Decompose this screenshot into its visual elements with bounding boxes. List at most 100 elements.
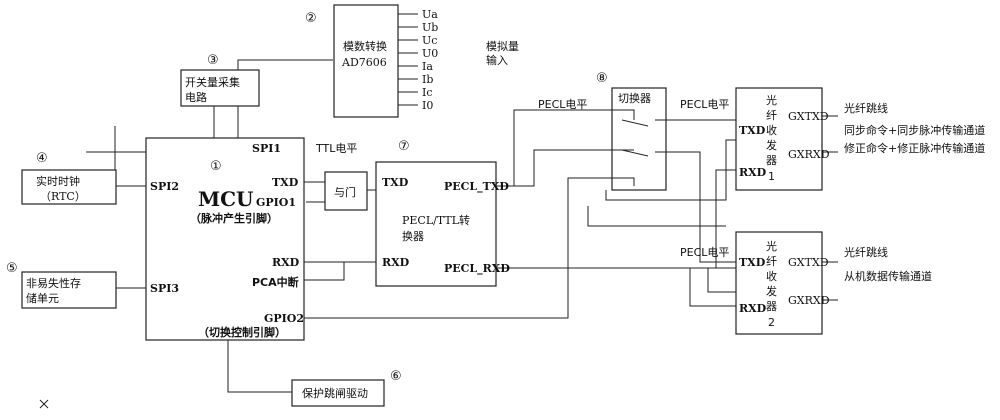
analog-input-label-2: 输入 xyxy=(486,53,508,67)
trx1-rxd-label: RXD xyxy=(739,166,767,179)
trx2-number: 2 xyxy=(768,316,775,329)
analog-input-label-1: 模拟量 xyxy=(486,39,519,53)
wire-gpio-relay xyxy=(227,340,292,393)
nvm-label-2: 储单元 xyxy=(26,291,59,305)
trx2-rxd-label: RXD xyxy=(739,302,767,315)
wire-gpio2-switcher xyxy=(304,177,635,319)
wire-switch-return xyxy=(605,139,736,201)
and-gate-box xyxy=(324,171,368,211)
converter-pecl-rxd-label: PECL_RXD xyxy=(444,262,510,276)
rtc-label-1: 实时时钟 xyxy=(36,174,80,188)
fiber1-channel-2: 修正命令+修正脉冲传输通道 xyxy=(844,141,985,155)
cross-mark xyxy=(39,399,49,409)
trx1-char-1: 光 xyxy=(766,93,777,107)
adc-input-lines xyxy=(398,13,418,106)
fiber1-label: 光纤跳线 xyxy=(844,101,888,115)
adc-box xyxy=(333,4,399,118)
marker-3: ③ xyxy=(207,53,219,68)
pecl-level-label-1: PECL电平 xyxy=(538,98,587,111)
mcu-spi2-label: SPI2 xyxy=(150,180,179,193)
trx1-char-4: 发 xyxy=(766,138,777,152)
mcu-title: MCU xyxy=(198,187,254,211)
pecl-level-label-2: PECL电平 xyxy=(680,98,729,111)
trx1-char-2: 纤 xyxy=(766,109,777,122)
converter-box xyxy=(375,161,497,287)
adc-signal-label: Ua xyxy=(422,8,438,21)
trx2-char-2: 纤 xyxy=(766,255,777,268)
mcu-subtitle: （脉冲产生引脚） xyxy=(190,211,278,225)
marker-5: ⑤ xyxy=(6,261,18,276)
wire-trx1-rxd xyxy=(715,169,736,268)
marker-7: ⑦ xyxy=(398,139,410,154)
adc-signal-label: U0 xyxy=(422,47,438,60)
converter-label-1: PECL/TTL转 xyxy=(402,213,470,227)
trx1-number: 1 xyxy=(768,170,775,183)
marker-1: ① xyxy=(210,159,222,174)
marker-4: ④ xyxy=(36,151,48,166)
marker-6: ⑥ xyxy=(390,369,402,384)
converter-pecl-txd-label: PECL_TXD xyxy=(444,180,509,194)
trx2-char-1: 光 xyxy=(766,239,777,253)
wire-return-2 xyxy=(587,206,726,227)
mcu-gpio1-label: GPIO1 xyxy=(256,196,296,209)
nvm-label-1: 非易失性存 xyxy=(26,276,81,290)
converter-label-2: 换器 xyxy=(402,229,424,243)
switch-acq-box xyxy=(180,69,260,107)
relay-label: 保护跳闸驱动 xyxy=(302,386,368,400)
trx1-box xyxy=(735,87,823,191)
mcu-spi3-label: SPI3 xyxy=(150,282,179,295)
adc-label-1: 模数转换 xyxy=(343,39,387,53)
trx1-char-5: 器 xyxy=(766,154,777,167)
trx2-gxtxd-label: GXTXD xyxy=(788,256,829,269)
mcu-txd-label: TXD xyxy=(272,176,299,189)
mcu-bottom-label: （切换控制引脚） xyxy=(198,325,286,339)
switcher-label: 切换器 xyxy=(618,91,651,105)
trx1-txd-label: TXD xyxy=(739,124,766,137)
mcu-gpio2-label: GPIO2 xyxy=(264,312,304,325)
trx1-gxrxd-label: GXRXD xyxy=(788,148,830,161)
and-gate-label: 与门 xyxy=(334,185,356,199)
wire-pecl-txd-switcher-2 xyxy=(496,149,634,187)
fiber2-channel-1: 从机数据传输通道 xyxy=(844,269,932,283)
trx2-char-4: 发 xyxy=(766,284,777,298)
adc-signal-label: Uc xyxy=(422,34,437,47)
adc-signal-label: Ub xyxy=(422,21,438,34)
wire-pca-converter xyxy=(300,262,345,281)
nvm-box xyxy=(21,271,117,309)
trx1-char-3: 收 xyxy=(766,123,777,137)
adc-signal-label: Ia xyxy=(422,60,433,73)
relay-box xyxy=(291,379,385,407)
trx2-box xyxy=(735,231,823,335)
adc-signal-label: Ib xyxy=(422,73,433,86)
wire-trx2-rxd-b xyxy=(707,268,736,293)
adc-signal-label: Ic xyxy=(422,86,433,99)
marker-2: ② xyxy=(305,11,317,26)
trx2-gxrxd-label: GXRXD xyxy=(788,294,830,307)
wire-switcher-trx2-txd xyxy=(655,151,736,263)
adc-signal-label: I0 xyxy=(422,99,433,112)
trx2-txd-label: TXD xyxy=(739,256,766,269)
ttl-level-label: TTL电平 xyxy=(315,142,357,155)
rtc-box xyxy=(21,169,117,205)
mcu-pca-label: PCA中断 xyxy=(252,275,299,289)
trx1-gxtxd-label: GXTXD xyxy=(788,110,829,123)
mcu-rxd-label: RXD xyxy=(272,256,300,269)
wire-spi1-adc xyxy=(237,59,333,138)
fiber2-label: 光纤跳线 xyxy=(844,245,888,259)
converter-rxd-label: RXD xyxy=(382,256,410,269)
switcher-contacts xyxy=(621,119,649,157)
wire-pecl-txd-switcher xyxy=(496,109,635,187)
switch-acq-label-2: 电路 xyxy=(185,91,207,104)
pecl-level-label-3: PECL电平 xyxy=(680,246,729,259)
trx2-char-3: 收 xyxy=(766,269,777,283)
mcu-spi1-label: SPI1 xyxy=(252,142,281,155)
wire-trx2-rxd xyxy=(689,268,736,307)
converter-txd-label: TXD xyxy=(382,176,409,189)
wires xyxy=(86,13,838,393)
trx2-char-5: 器 xyxy=(766,300,777,313)
marker-8: ⑧ xyxy=(596,71,608,86)
switch-acq-label-1: 开关量采集 xyxy=(185,75,240,89)
